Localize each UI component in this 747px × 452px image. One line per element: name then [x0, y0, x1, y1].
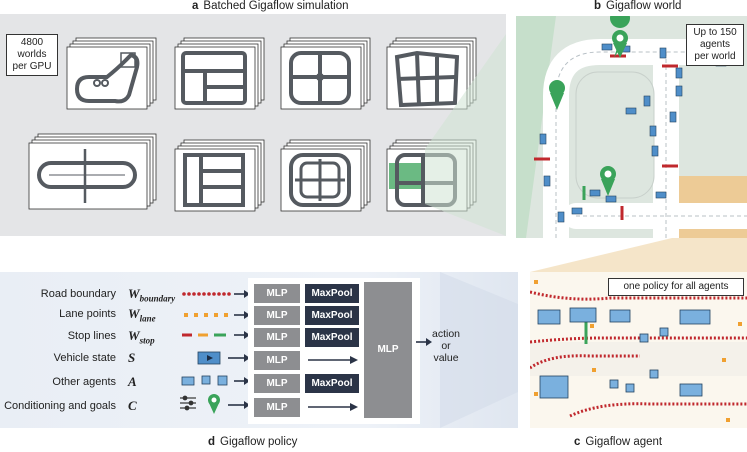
other-agents-icon	[181, 375, 228, 386]
world-stack-3	[280, 37, 371, 110]
world-map-svg	[516, 16, 747, 238]
one-policy-label: one policy for all agents	[608, 278, 744, 296]
zoom-wedge-d	[440, 272, 518, 428]
maxpool-road-boundary: MaxPool	[305, 284, 359, 303]
panel-gigaflow-policy: Road boundary Lane points Stop lines Veh…	[0, 272, 518, 428]
input-icons-svg	[180, 290, 250, 414]
agents-per-world-label: Up to 150 agents per world	[686, 24, 744, 66]
maxpool-other-agents: MaxPool	[305, 374, 359, 393]
agent-view-svg	[530, 280, 747, 422]
maxpool-stop-lines: MaxPool	[305, 328, 359, 347]
panel-gigaflow-agent: one policy for all agents	[530, 272, 747, 428]
batched-worlds-svg	[28, 34, 506, 236]
symbol-a: A	[128, 374, 137, 389]
world-stack-7	[280, 139, 371, 212]
row-label-road-boundary: Road boundary	[40, 288, 116, 300]
mlp-lane-points: MLP	[254, 306, 300, 325]
vehicle-state-icon	[197, 351, 221, 365]
final-mlp: MLP	[364, 282, 412, 418]
goal-pin-icon-3	[600, 166, 616, 196]
panel-gigaflow-world: Up to 150 agents per world	[516, 16, 747, 238]
road-boundary-dots-icon	[182, 292, 231, 296]
symbol-w-lane: Wlane	[128, 306, 156, 324]
row-label-conditioning-goals: Conditioning and goals	[4, 400, 116, 412]
direct-arrows-svg	[308, 356, 358, 411]
world-stack-4	[386, 37, 477, 110]
goal-pin-icon-2	[549, 80, 565, 110]
worlds-per-gpu-label: 4800 worlds per GPU	[6, 34, 58, 76]
mlp-conditioning-goals: MLP	[254, 398, 300, 417]
row-label-vehicle-state: Vehicle state	[53, 352, 116, 364]
world-stack-2	[174, 37, 265, 110]
world-stack-5	[28, 133, 157, 210]
panel-batched-simulation: 4800 worlds per GPU	[0, 14, 506, 236]
mlp-stop-lines: MLP	[254, 328, 300, 347]
mlp-other-agents: MLP	[254, 374, 300, 393]
maxpool-lane-points: MaxPool	[305, 306, 359, 325]
symbol-w-boundary: Wboundary	[128, 286, 176, 304]
world-stack-6	[174, 139, 265, 212]
goal-pin-icon	[208, 394, 220, 414]
symbol-c: C	[128, 398, 137, 413]
world-stack-1	[66, 37, 157, 110]
symbol-w-stop: Wstop	[128, 328, 155, 346]
sliders-icon	[180, 395, 196, 411]
row-label-other-agents: Other agents	[52, 376, 116, 388]
row-label-stop-lines: Stop lines	[67, 330, 116, 342]
lane-points-icon	[184, 313, 228, 317]
row-label-lane-points: Lane points	[59, 308, 116, 320]
mlp-road-boundary: MLP	[254, 284, 300, 303]
mlp-vehicle-state: MLP	[254, 351, 300, 370]
symbol-s: S	[128, 350, 136, 365]
output-label: action or value	[431, 328, 461, 364]
goal-pin-icon-1	[610, 16, 631, 58]
zoom-wedge-b-c	[530, 238, 747, 272]
output-arrow	[416, 338, 432, 346]
